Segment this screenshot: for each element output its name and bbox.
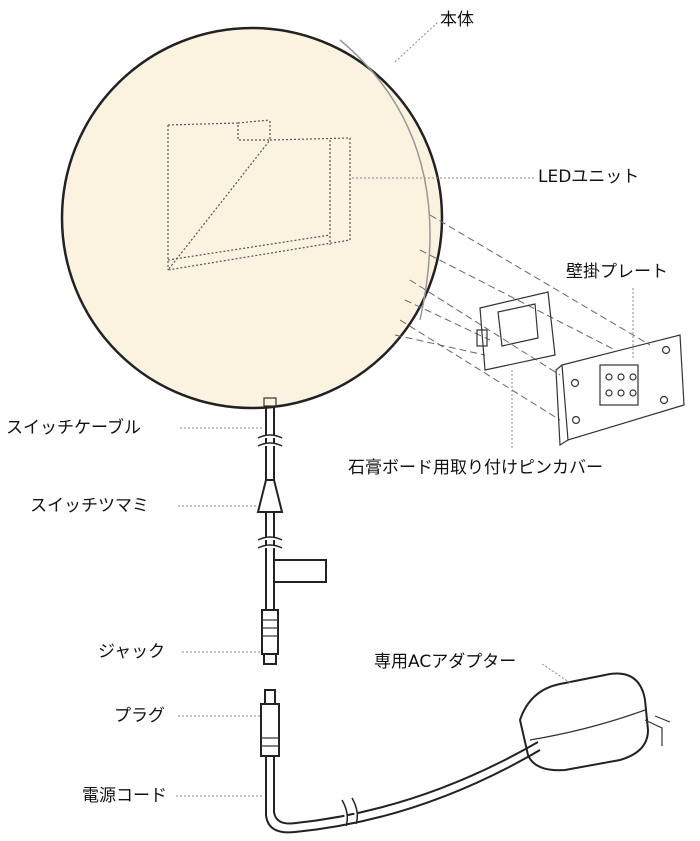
label-body: 本体 <box>440 10 474 30</box>
label-led-unit: LEDユニット <box>538 167 640 187</box>
label-pin-cover: 石膏ボード用取り付けピンカバー <box>348 458 603 478</box>
label-jack: ジャック <box>98 642 166 662</box>
main-body-disc <box>60 26 444 410</box>
power-cord <box>265 741 541 834</box>
switch-knob <box>256 479 327 610</box>
led-unit-outline <box>166 119 351 271</box>
label-ac-adapter: 専用ACアダプター <box>374 652 517 672</box>
ac-adapter <box>518 672 671 772</box>
plug-connector <box>260 689 280 757</box>
label-wall-plate: 壁掛プレート <box>566 262 668 282</box>
label-switch-cable: スイッチケーブル <box>6 418 141 438</box>
label-plug: プラグ <box>114 706 165 726</box>
label-power-cord: 電源コード <box>82 786 167 806</box>
jack-connector <box>261 609 279 665</box>
leader-lines <box>176 21 634 797</box>
label-switch-knob: スイッチツマミ <box>30 496 149 516</box>
wall-plate-part <box>555 334 685 447</box>
pin-cover-part <box>476 291 556 371</box>
switch-cable <box>257 397 283 480</box>
